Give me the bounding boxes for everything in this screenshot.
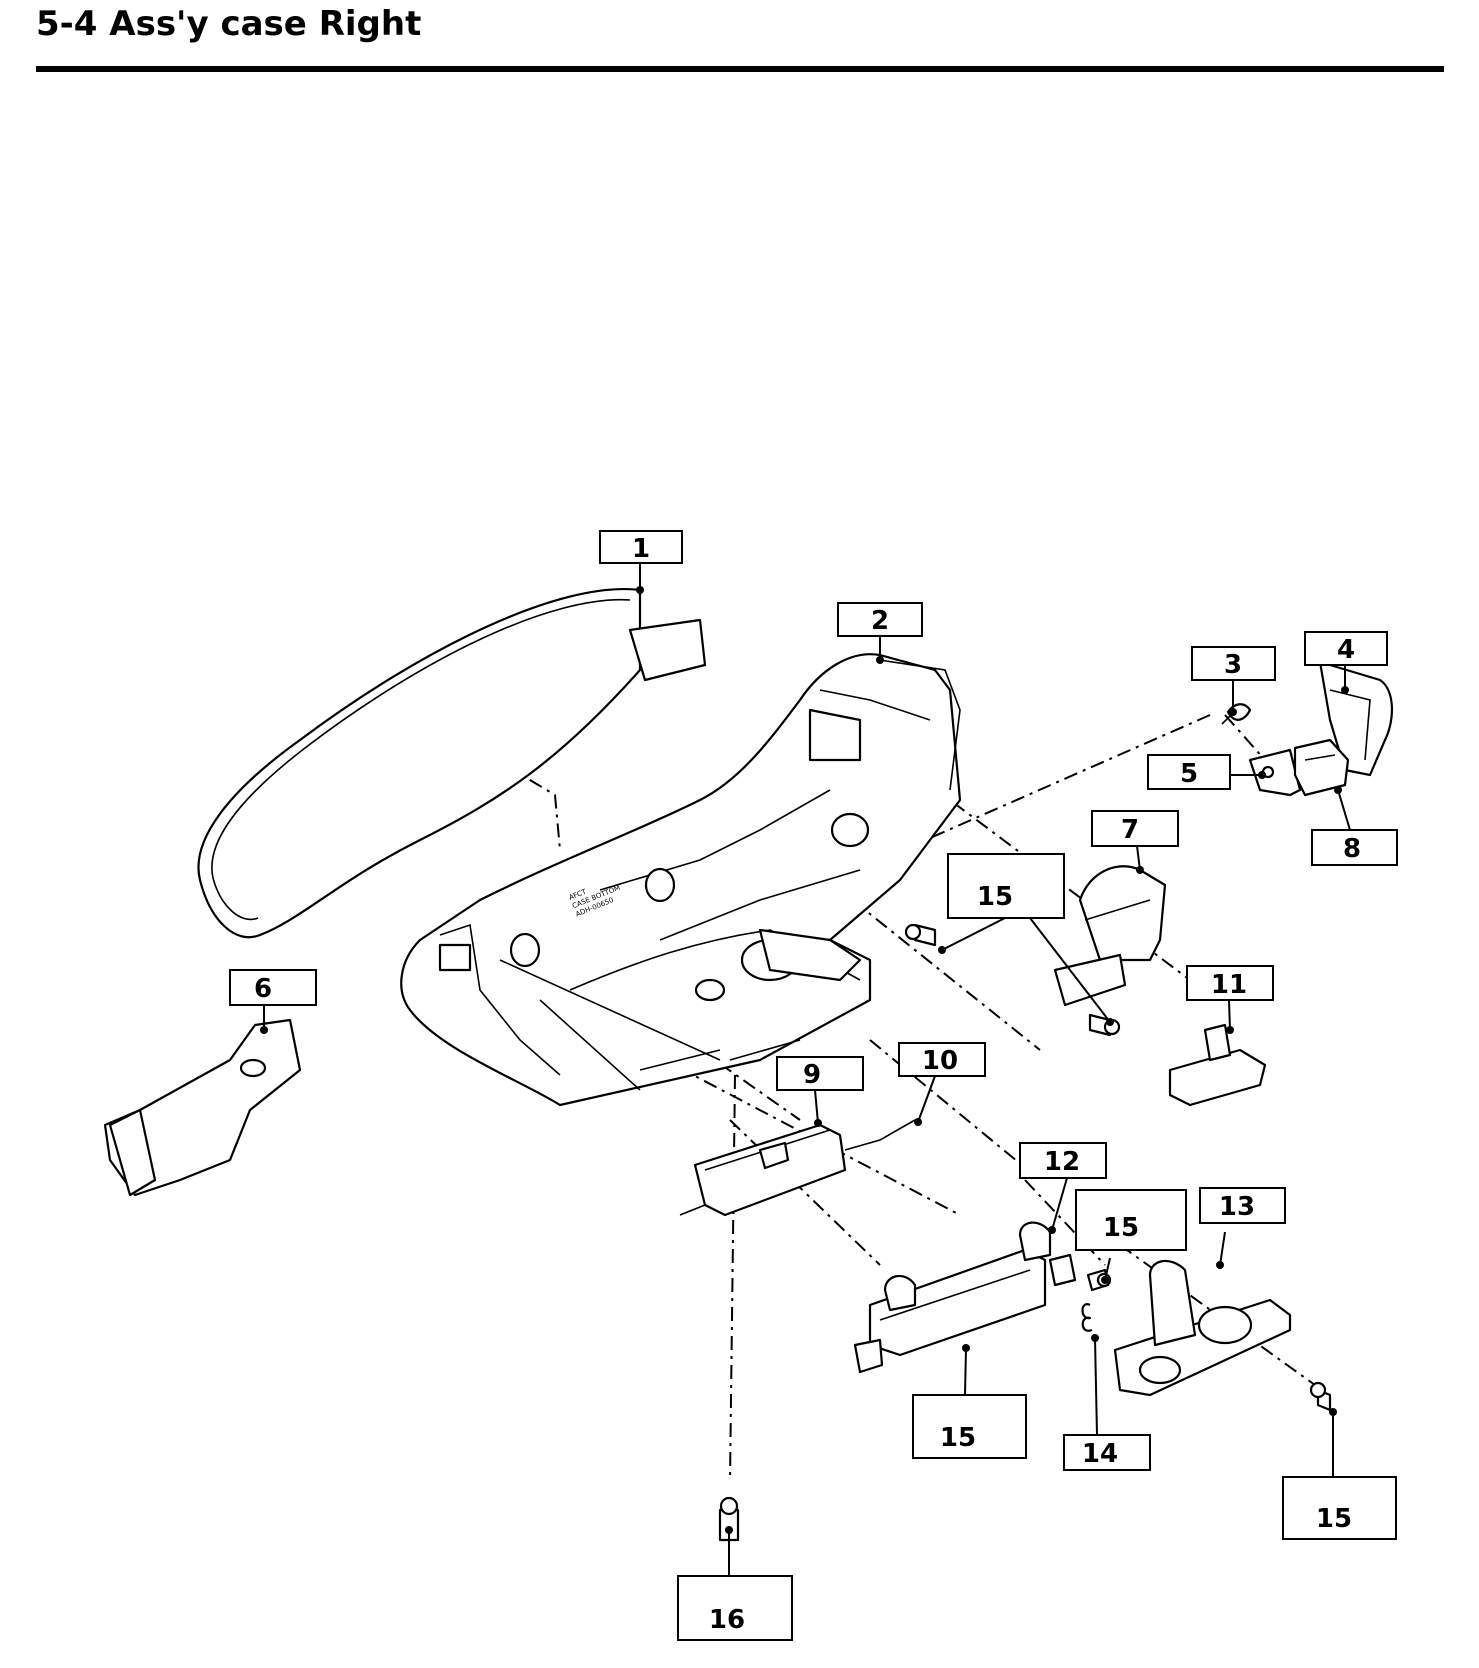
screw-15-b xyxy=(1088,1013,1121,1037)
svg-text:1: 1 xyxy=(632,534,650,564)
svg-text:2: 2 xyxy=(871,606,889,636)
svg-text:4: 4 xyxy=(1337,635,1355,665)
svg-text:15: 15 xyxy=(1316,1504,1352,1534)
part-2-case-right xyxy=(400,653,962,1107)
callout-4: 4 xyxy=(1304,631,1388,666)
svg-text:3: 3 xyxy=(1224,650,1242,680)
svg-text:13: 13 xyxy=(1219,1192,1255,1222)
svg-text:7: 7 xyxy=(1121,815,1139,845)
callout-3: 3 xyxy=(1191,646,1276,681)
svg-text:11: 11 xyxy=(1211,970,1247,1000)
svg-text:15: 15 xyxy=(977,882,1013,912)
part-1-strap xyxy=(197,587,707,939)
callout-15-c: 15 xyxy=(912,1394,1027,1459)
page-title: 5-4 Ass'y case Right xyxy=(36,4,422,44)
callout-10: 10 xyxy=(898,1042,986,1077)
callout-11: 11 xyxy=(1186,965,1274,1001)
callout-15-b: 15 xyxy=(1075,1189,1187,1251)
svg-text:15: 15 xyxy=(1103,1213,1139,1243)
callout-15-a: 15 xyxy=(947,853,1065,919)
svg-text:9: 9 xyxy=(803,1060,821,1090)
svg-text:15: 15 xyxy=(940,1423,976,1453)
svg-text:10: 10 xyxy=(922,1046,958,1076)
part-9-hinge-housing xyxy=(679,1123,881,1217)
title-divider xyxy=(36,66,1444,72)
svg-text:8: 8 xyxy=(1343,834,1361,864)
callout-5: 5 xyxy=(1147,754,1231,790)
part-11-clip xyxy=(1168,1023,1267,1107)
part-7-hinge-bracket xyxy=(1053,865,1167,1007)
part-13-damper-plate xyxy=(1113,1259,1292,1397)
svg-text:5: 5 xyxy=(1180,759,1198,789)
callout-8: 8 xyxy=(1311,829,1398,866)
leader-lines xyxy=(260,563,1351,1576)
spring-14 xyxy=(1081,1303,1093,1332)
screw-16 xyxy=(718,1496,740,1542)
svg-text:6: 6 xyxy=(254,974,272,1004)
part-10-pin xyxy=(879,1119,916,1141)
svg-text:14: 14 xyxy=(1082,1439,1118,1469)
part-5-bracket xyxy=(1248,748,1302,797)
callout-2: 2 xyxy=(837,602,923,637)
svg-text:16: 16 xyxy=(709,1605,745,1635)
screw-15-d xyxy=(1309,1381,1332,1412)
part-8-latch xyxy=(1293,738,1350,797)
callout-15-d: 15 xyxy=(1282,1476,1397,1540)
callout-6: 6 xyxy=(229,969,317,1006)
callout-16: 16 xyxy=(677,1575,793,1641)
callout-14: 14 xyxy=(1063,1434,1151,1471)
callout-7: 7 xyxy=(1091,810,1179,847)
part-6-side-plate xyxy=(103,1018,302,1197)
screw-15-a xyxy=(904,923,937,947)
callout-13: 13 xyxy=(1199,1187,1286,1224)
callout-12: 12 xyxy=(1019,1142,1107,1179)
part-12-hinge-block xyxy=(853,1221,1077,1374)
callout-9: 9 xyxy=(776,1056,864,1091)
svg-text:12: 12 xyxy=(1044,1147,1080,1177)
callout-1: 1 xyxy=(599,530,683,564)
